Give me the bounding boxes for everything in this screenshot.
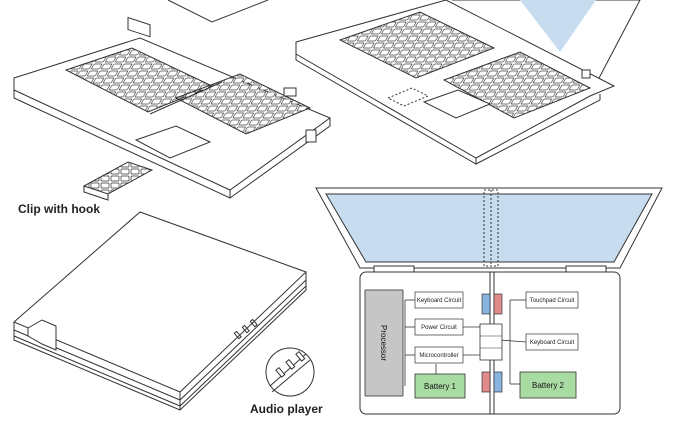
open-laptop-figure [295,0,641,165]
keyboard-circuit-left-label: Keyboard Circuit [417,298,462,304]
touchpad-circuit-label: Touchpad Circuit [530,298,575,304]
keyboard-circuit-right-label: Keyboard Circuit [530,340,575,346]
connector-blue-top [481,293,491,315]
connector-red-bottom [481,371,491,393]
closed-laptop-figure [13,211,307,411]
keyboard-circuit-right-box [525,333,579,351]
microcontroller-box [414,346,464,364]
microcontroller-label: Microcontroller [419,353,458,359]
audio-player-label: Audio player [250,402,323,416]
schematic-wires [404,299,527,386]
hinge-bus [479,323,503,361]
connector-red-top [493,293,503,315]
audio-player-detail [265,347,315,397]
battery-1-box [414,373,466,399]
keyboard-circuit-left-box [414,291,464,309]
power-circuit-label: Power Circuit [421,325,457,331]
processor-label: Processor [379,325,388,361]
clip-with-hook-label: Clip with hook [18,202,100,216]
battery-2-label: Battery 2 [532,381,565,390]
processor-block [364,289,404,397]
battery-2-box [519,371,577,399]
connector-blue-bottom [493,371,503,393]
battery-1-label: Battery 1 [424,382,457,391]
touchpad-circuit-box [525,291,579,309]
power-circuit-box [414,318,464,336]
foldable-keyboard-figure [13,0,332,201]
